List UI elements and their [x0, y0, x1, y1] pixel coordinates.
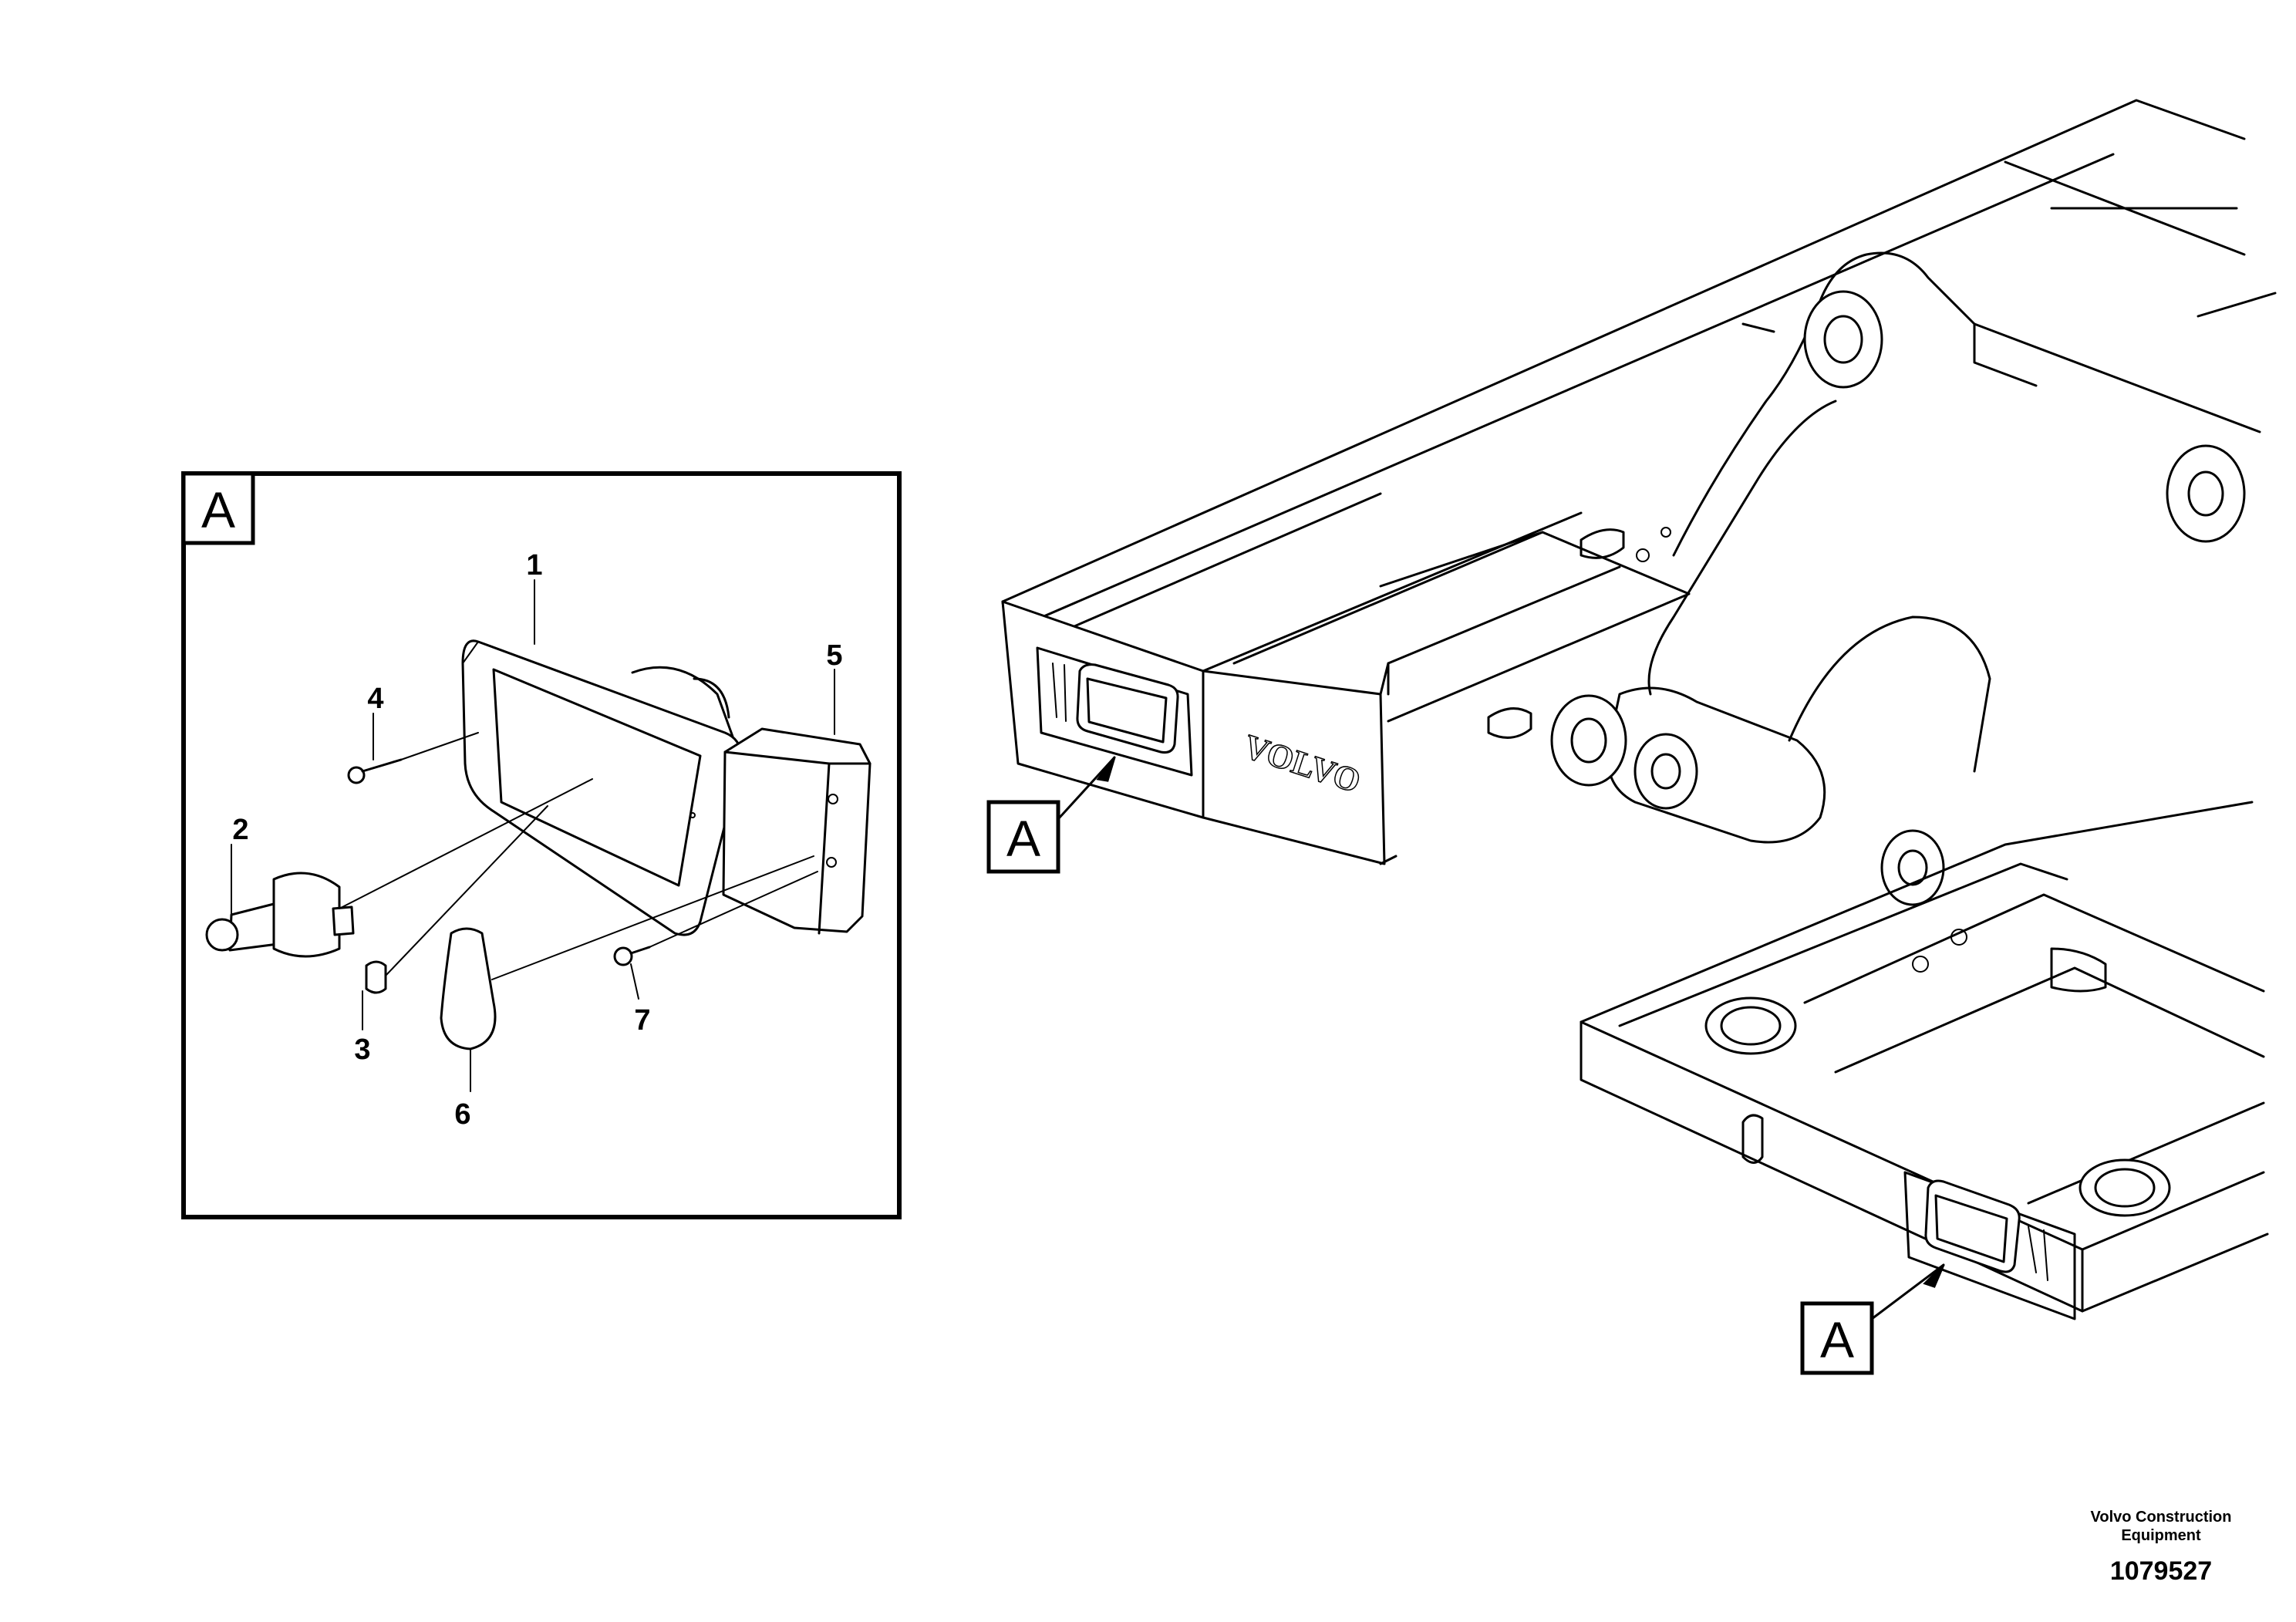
boom-pivot-upper	[1803, 290, 1883, 389]
company-line-1: Volvo Construction	[2090, 1509, 2232, 1526]
detail-frame-label-box	[181, 471, 255, 545]
callout-4: 4	[367, 683, 383, 715]
location-label-box-right	[1800, 1301, 1874, 1375]
callout-5: 5	[826, 639, 842, 672]
knuckle-pivot-left	[1550, 694, 1627, 787]
callout-7: 7	[634, 1004, 650, 1037]
location-callout-right: A	[1800, 1263, 1945, 1375]
drawing-number: 1079527	[2109, 1556, 2213, 1586]
lower-bore-left	[1704, 996, 1797, 1055]
lower-frame-overview	[1580, 801, 2269, 1320]
detail-frame	[181, 471, 902, 1219]
location-callout-left: A	[986, 756, 1116, 874]
company-line-2: Equipment	[2121, 1527, 2201, 1544]
knuckle-pivot-center	[1633, 733, 1698, 810]
callout-6: 6	[454, 1098, 470, 1131]
lower-bore-right	[2079, 1158, 2171, 1217]
detail-frame-label: A	[201, 481, 235, 538]
lamp-left	[1036, 646, 1193, 777]
callout-1: 1	[526, 549, 542, 582]
rubber-boot	[440, 927, 497, 1050]
headlamp-housing	[461, 639, 743, 936]
location-label-box-left	[986, 800, 1060, 874]
upper-frame-overview: VOLVO	[1001, 99, 2277, 906]
callout-3: 3	[354, 1034, 370, 1066]
knuckle-pivot-lower	[1880, 829, 1945, 906]
callout-2: 2	[232, 814, 248, 846]
location-label-left: A	[1006, 810, 1040, 867]
leader-lines	[231, 579, 835, 1092]
screw-4	[347, 758, 403, 784]
detail-view-a: A	[181, 471, 902, 1219]
bulb	[205, 872, 355, 958]
boom-pivot-right	[2166, 444, 2246, 543]
screw-7	[613, 946, 651, 966]
parking-bulb	[365, 960, 387, 994]
side-cover	[722, 727, 872, 935]
company-name: Volvo Construction Equipment	[2072, 1508, 2250, 1545]
lamp-right	[1903, 1171, 2076, 1320]
location-label-right: A	[1820, 1311, 1854, 1368]
